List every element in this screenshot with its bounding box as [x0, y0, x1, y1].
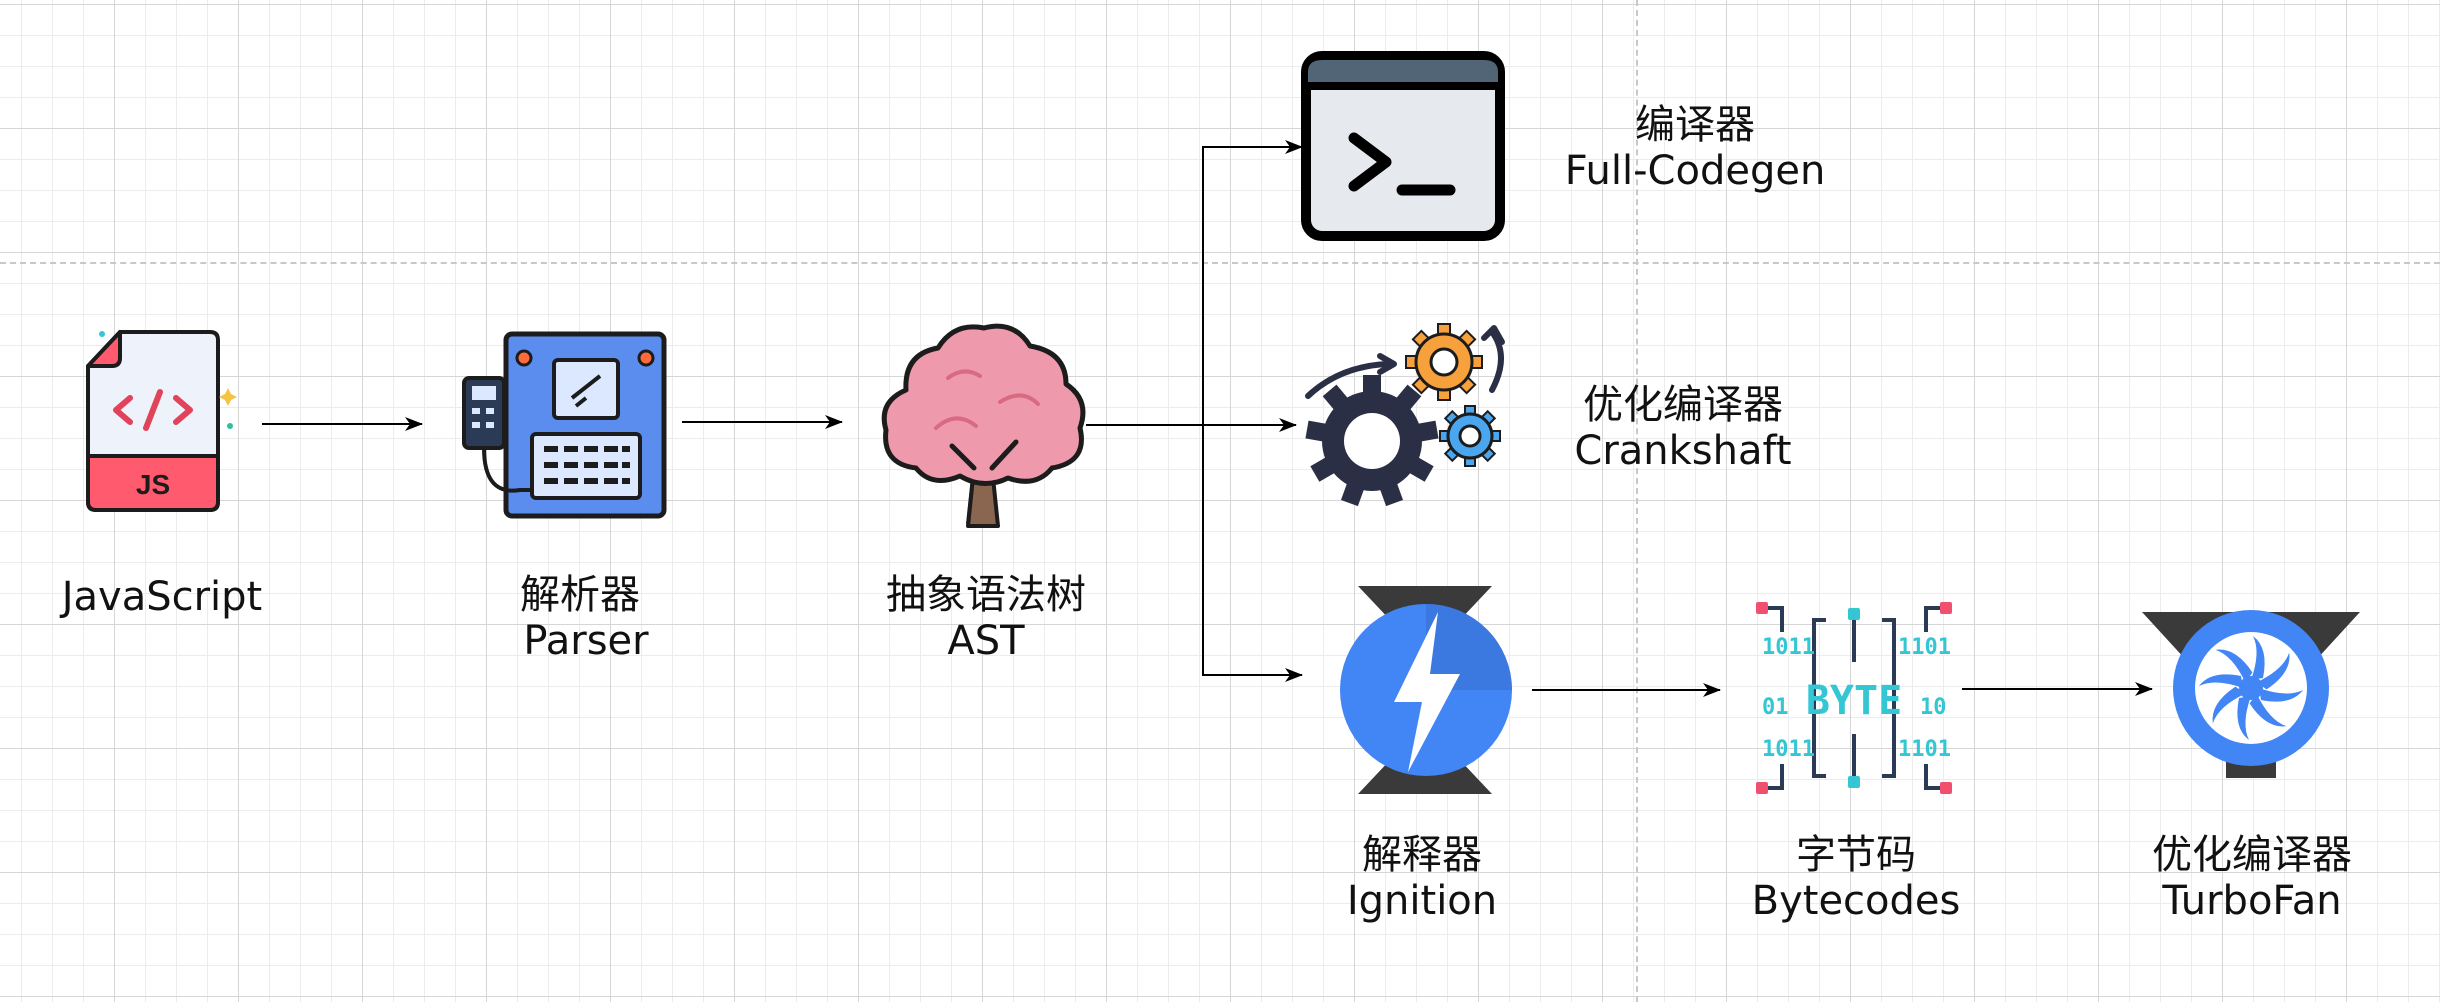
label-crankshaft-line-1: 优化编译器 [1583, 382, 1783, 428]
svg-text:10: 10 [1920, 695, 1947, 720]
label-full-codegen-line-1: 编译器 [1635, 102, 1755, 148]
js-file-icon: JS [86, 330, 237, 512]
tree-icon [881, 323, 1086, 528]
label-ignition: 解释器 Ignition [1282, 832, 1562, 924]
label-bytecodes-line-2: Bytecodes [1751, 878, 1961, 924]
byte-chip-icon: BYTE 1011 1101 01 10 1011 1101 [1756, 602, 1952, 794]
svg-text:1011: 1011 [1762, 635, 1815, 660]
arrow-branch-to-ignition [1202, 425, 1303, 682]
gears-icon [1305, 323, 1505, 507]
label-parser-line-1: 解析器 [520, 572, 640, 618]
label-crankshaft: 优化编译器 Crankshaft [1540, 382, 1826, 474]
label-full-codegen-line-2: Full-Codegen [1564, 148, 1826, 194]
label-crankshaft-line-2: Crankshaft [1574, 428, 1792, 474]
label-ast: 抽象语法树 AST [846, 572, 1126, 664]
page-break-vertical [1636, 0, 1638, 1002]
label-bytecodes: 字节码 Bytecodes [1716, 832, 1996, 924]
svg-text:01: 01 [1762, 695, 1789, 720]
label-javascript-line-1: JavaScript [61, 574, 263, 620]
turbofan-logo-icon [2142, 610, 2360, 778]
label-full-codegen: 编译器 Full-Codegen [1540, 102, 1850, 194]
label-parser-line-2: Parser [523, 618, 649, 664]
label-ast-line-2: AST [947, 618, 1025, 664]
arrow-branch-to-full-codegen [1202, 140, 1303, 425]
label-ignition-line-2: Ignition [1346, 878, 1498, 924]
parser-machine-icon [462, 331, 667, 519]
label-turbofan-line-1: 优化编译器 [2152, 832, 2352, 878]
js-badge-text: JS [136, 469, 170, 500]
label-bytecodes-line-1: 字节码 [1796, 832, 1916, 878]
label-javascript: JavaScript [0, 574, 324, 620]
terminal-icon [1301, 51, 1505, 241]
label-parser: 解析器 Parser [440, 572, 720, 664]
byte-center-text: BYTE [1806, 678, 1902, 724]
svg-text:1101: 1101 [1898, 737, 1951, 762]
svg-text:1011: 1011 [1762, 737, 1815, 762]
label-ast-line-1: 抽象语法树 [886, 572, 1086, 618]
label-turbofan-line-2: TurboFan [2162, 878, 2342, 924]
label-ignition-line-1: 解释器 [1362, 832, 1482, 878]
page-break-horizontal [0, 262, 2440, 264]
ignition-logo-icon [1340, 586, 1512, 794]
svg-text:1101: 1101 [1898, 635, 1951, 660]
label-turbofan: 优化编译器 TurboFan [2112, 832, 2392, 924]
